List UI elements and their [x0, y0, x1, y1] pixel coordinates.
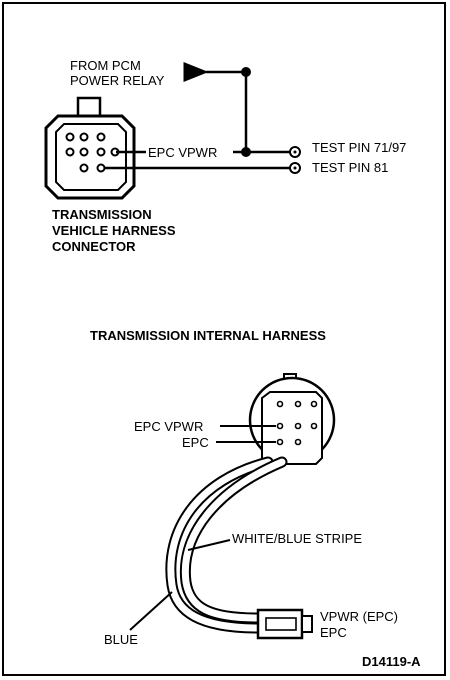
epc-vpwr-upper-label: EPC VPWR: [148, 145, 217, 160]
white-blue-stripe-label: WHITE/BLUE STRIPE: [232, 531, 362, 546]
vpwr-epc-label: VPWR (EPC): [320, 609, 398, 624]
epc-vpwr-lower-label: EPC VPWR: [134, 419, 203, 434]
from-pcm-label: FROM PCM: [70, 58, 141, 73]
junction-dot-top: [241, 67, 251, 77]
test-pin-71-97-label: TEST PIN 71/97: [312, 140, 406, 155]
test-pin-81-label: TEST PIN 81: [312, 160, 388, 175]
epc-end-label: EPC: [320, 625, 347, 640]
connector-title-line1: TRANSMISSION: [52, 207, 152, 222]
junction-dot-bottom: [241, 147, 251, 157]
harness-cable: [165, 456, 288, 634]
internal-harness-connector: [248, 373, 336, 465]
power-relay-label: POWER RELAY: [70, 73, 165, 88]
connector-title-line3: CONNECTOR: [52, 239, 136, 254]
diagram-frame: [2, 2, 446, 676]
connector-title-line2: VEHICLE HARNESS: [52, 223, 176, 238]
vehicle-harness-connector: [44, 96, 136, 200]
white-blue-leader: [187, 539, 231, 551]
figure-id: D14119-A: [362, 654, 421, 669]
internal-harness-title: TRANSMISSION INTERNAL HARNESS: [90, 328, 326, 343]
epc-lower-label: EPC: [182, 435, 209, 450]
blue-leader: [129, 591, 173, 631]
blue-label: BLUE: [104, 632, 138, 647]
end-connector: [256, 608, 313, 640]
